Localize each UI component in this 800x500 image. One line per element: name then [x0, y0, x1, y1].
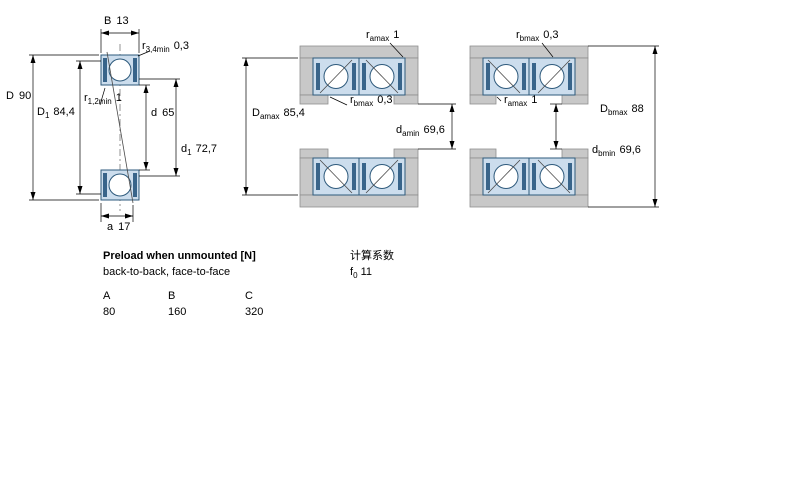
preload-value: 80 [103, 306, 116, 318]
calc-factors-title: 计算系数 [350, 250, 394, 262]
contact-line [537, 159, 571, 194]
preload-col-header: B [168, 290, 176, 302]
shaft-shoulder-right-mirror [393, 148, 419, 159]
seal [398, 163, 402, 190]
f0-symbol: f [350, 266, 354, 278]
housing-left [299, 57, 314, 96]
seal [486, 63, 490, 90]
ball [539, 64, 565, 89]
seal-left-top [103, 58, 107, 82]
f0-subscript: 0 [353, 271, 358, 281]
preload-subtitle: back-to-back, face-to-face [103, 266, 231, 278]
contact-line [537, 59, 571, 94]
shaft-shoulder-right-mirror [561, 148, 589, 159]
housing-bottom [299, 194, 419, 208]
contact-line [365, 59, 399, 94]
ball-top [108, 58, 132, 82]
contact-line [487, 159, 521, 194]
seal [316, 63, 320, 90]
housing-top [299, 45, 419, 59]
ball [539, 164, 565, 189]
seal-right-top [133, 58, 137, 82]
contact-angle-line [106, 51, 134, 204]
seal [352, 63, 356, 90]
seal [568, 163, 572, 190]
seal [522, 63, 526, 90]
seal [522, 163, 526, 190]
f0-value: 11 [360, 266, 372, 278]
housing-left [469, 57, 484, 96]
leader-rbmax [329, 96, 348, 106]
contact-line [365, 159, 399, 194]
housing-right [404, 57, 419, 96]
ball [493, 164, 519, 189]
contact-line [487, 59, 521, 94]
seal [352, 163, 356, 190]
leader-ramax [389, 42, 404, 58]
preload-value: 160 [168, 306, 187, 318]
preload-col-header: C [245, 290, 253, 302]
seal [316, 163, 320, 190]
leader-r34 [137, 50, 151, 57]
preload-value: 320 [245, 306, 264, 318]
seal-right-bottom [133, 173, 137, 197]
seal [532, 163, 536, 190]
contact-line [319, 159, 353, 194]
seal [362, 163, 366, 190]
leader-rbmax [541, 42, 554, 58]
shaft-shoulder-left [299, 94, 329, 105]
ball [493, 64, 519, 89]
seal [486, 163, 490, 190]
seal [568, 63, 572, 90]
contact-line [319, 59, 353, 94]
housing-left-mirror [299, 157, 314, 196]
housing-right-mirror [574, 157, 589, 196]
seal [362, 63, 366, 90]
shaft-shoulder-left-mirror [299, 148, 329, 159]
leader-ramax [496, 96, 502, 102]
housing-right-mirror [404, 157, 419, 196]
leader-r12 [99, 87, 106, 106]
seal [532, 63, 536, 90]
shaft-shoulder-right [561, 94, 589, 105]
ball-bottom [108, 173, 132, 197]
shaft-shoulder-left-mirror [469, 148, 497, 159]
housing-bottom [469, 194, 589, 208]
preload-table: A B C 80 160 320 [103, 290, 325, 322]
preload-title: Preload when unmounted [N] [103, 250, 256, 262]
shaft-shoulder-right [393, 94, 419, 105]
seal [398, 63, 402, 90]
preload-col-header: A [103, 290, 111, 302]
housing-left-mirror [469, 157, 484, 196]
shaft-shoulder-left [469, 94, 497, 105]
calc-factor-f0: f0 11 [350, 265, 372, 283]
housing-top [469, 45, 589, 59]
housing-right [574, 57, 589, 96]
seal-left-bottom [103, 173, 107, 197]
